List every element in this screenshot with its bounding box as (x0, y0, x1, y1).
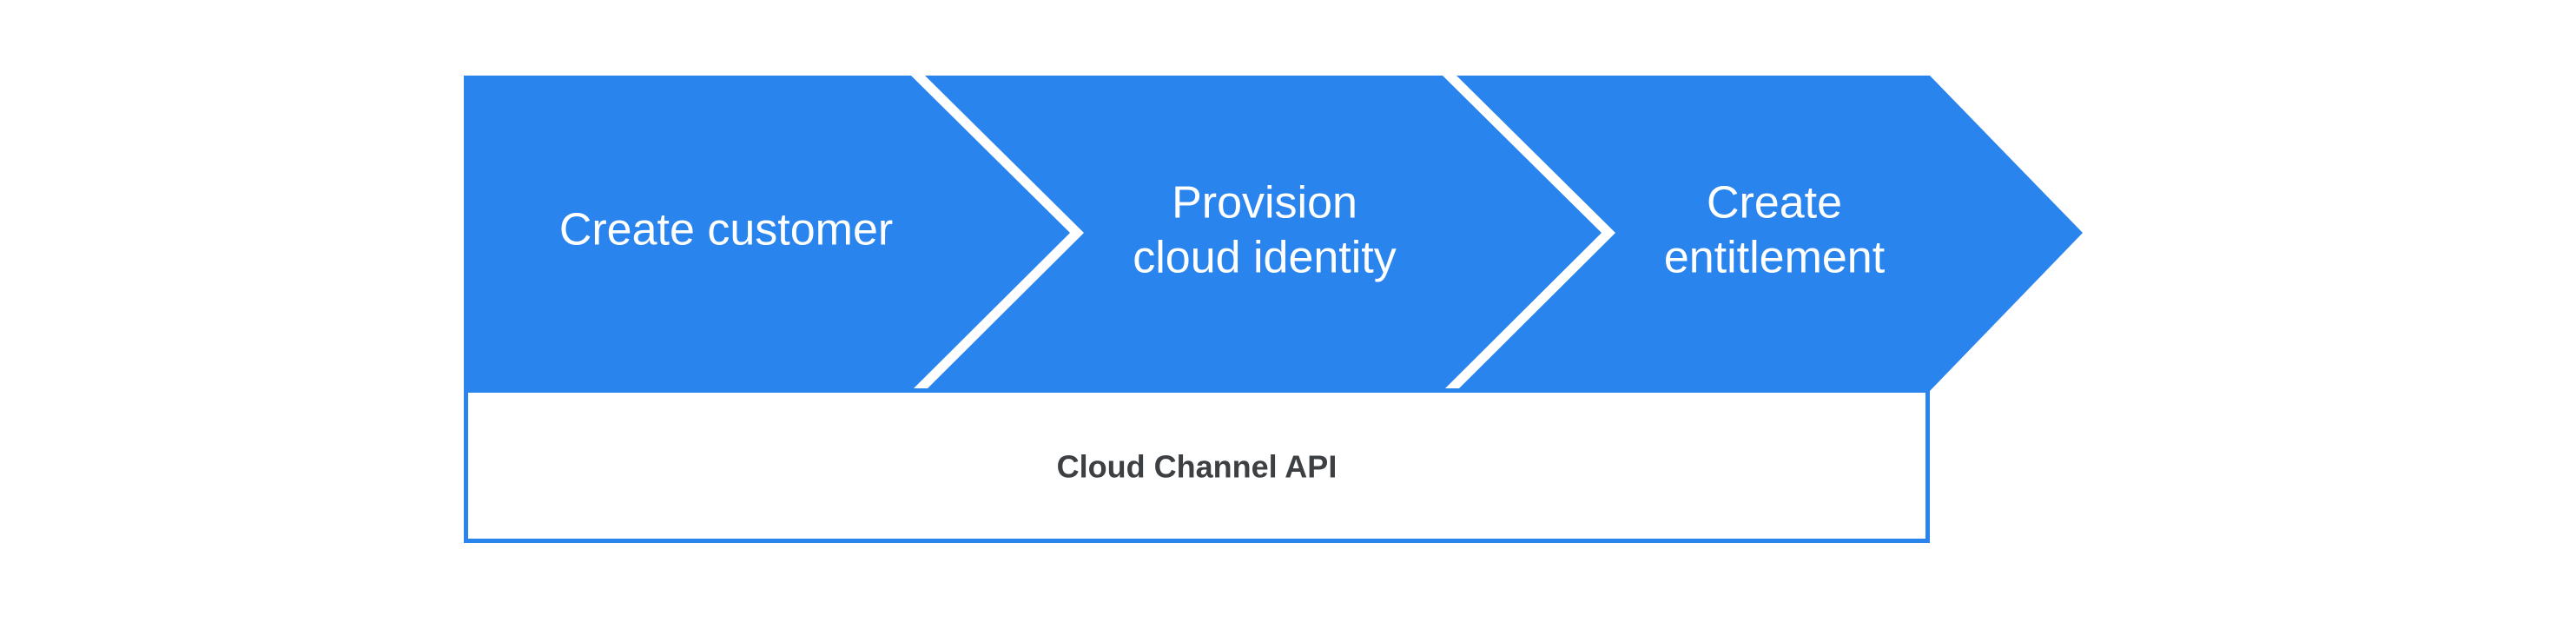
chevron-band (464, 76, 2083, 391)
step-3-label-line-1: Create (1707, 178, 1842, 228)
chevron-step-2[interactable] (925, 76, 1602, 391)
platform-box-outline (464, 388, 1930, 543)
step-1-label-line-1: Create customer (559, 205, 893, 255)
step-2-label-line-2: cloud identity (1133, 233, 1397, 283)
platform-box-label: Cloud Channel API (1057, 449, 1338, 485)
step-labels: Create customer Provision cloud identity… (559, 178, 1886, 283)
step-3-label-line-2: entitlement (1664, 233, 1886, 283)
chevron-step-3[interactable] (1456, 76, 2083, 391)
cloud-channel-api-box[interactable]: Cloud Channel API (464, 388, 1930, 543)
chevron-step-1[interactable] (464, 76, 1070, 391)
step-2-label-line-1: Provision (1172, 178, 1357, 228)
